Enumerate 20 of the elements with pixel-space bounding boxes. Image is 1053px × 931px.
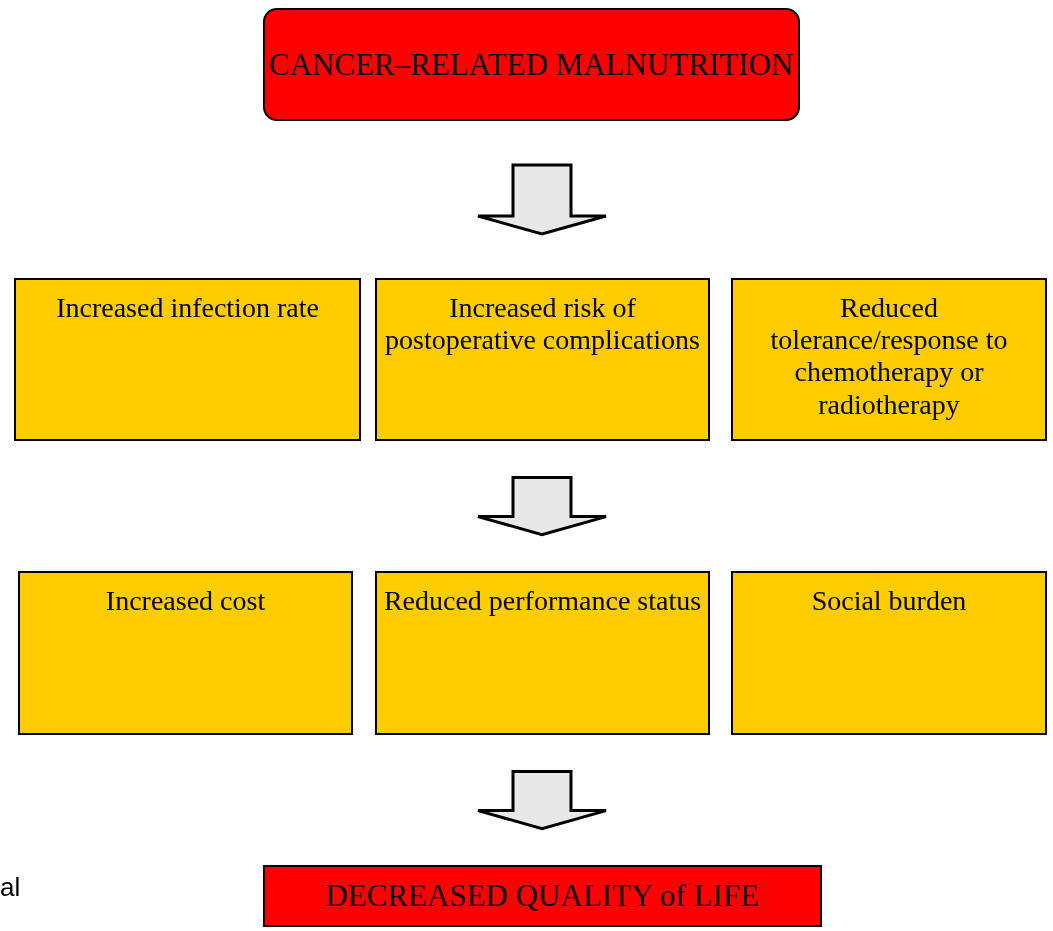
box-text: CANCER–RELATED MALNUTRITION — [269, 46, 794, 83]
box-text: Reduced tolerance/response to chemotherapy or radiotherapy — [769, 292, 1009, 421]
effect-box — [731, 278, 1047, 441]
effect-box — [731, 571, 1047, 735]
note-text: al — [0, 871, 21, 904]
box-text: Reduced performance status — [383, 585, 702, 618]
outcome-box — [263, 8, 800, 121]
box-text: Increased cost — [105, 585, 266, 618]
box-text: Social burden — [811, 585, 967, 618]
effect-box — [375, 571, 710, 735]
outcome-box — [263, 865, 822, 927]
box-text: Increased infection rate — [56, 292, 319, 325]
block-arrow — [476, 475, 608, 537]
box-text: Increased risk of postoperative complications — [384, 292, 701, 357]
effect-box — [375, 278, 710, 441]
effect-box — [14, 278, 361, 441]
effect-box — [18, 571, 353, 735]
block-arrow — [476, 163, 608, 236]
box-text: DECREASED QUALITY of LIFE — [325, 878, 760, 914]
block-arrow — [476, 769, 608, 831]
